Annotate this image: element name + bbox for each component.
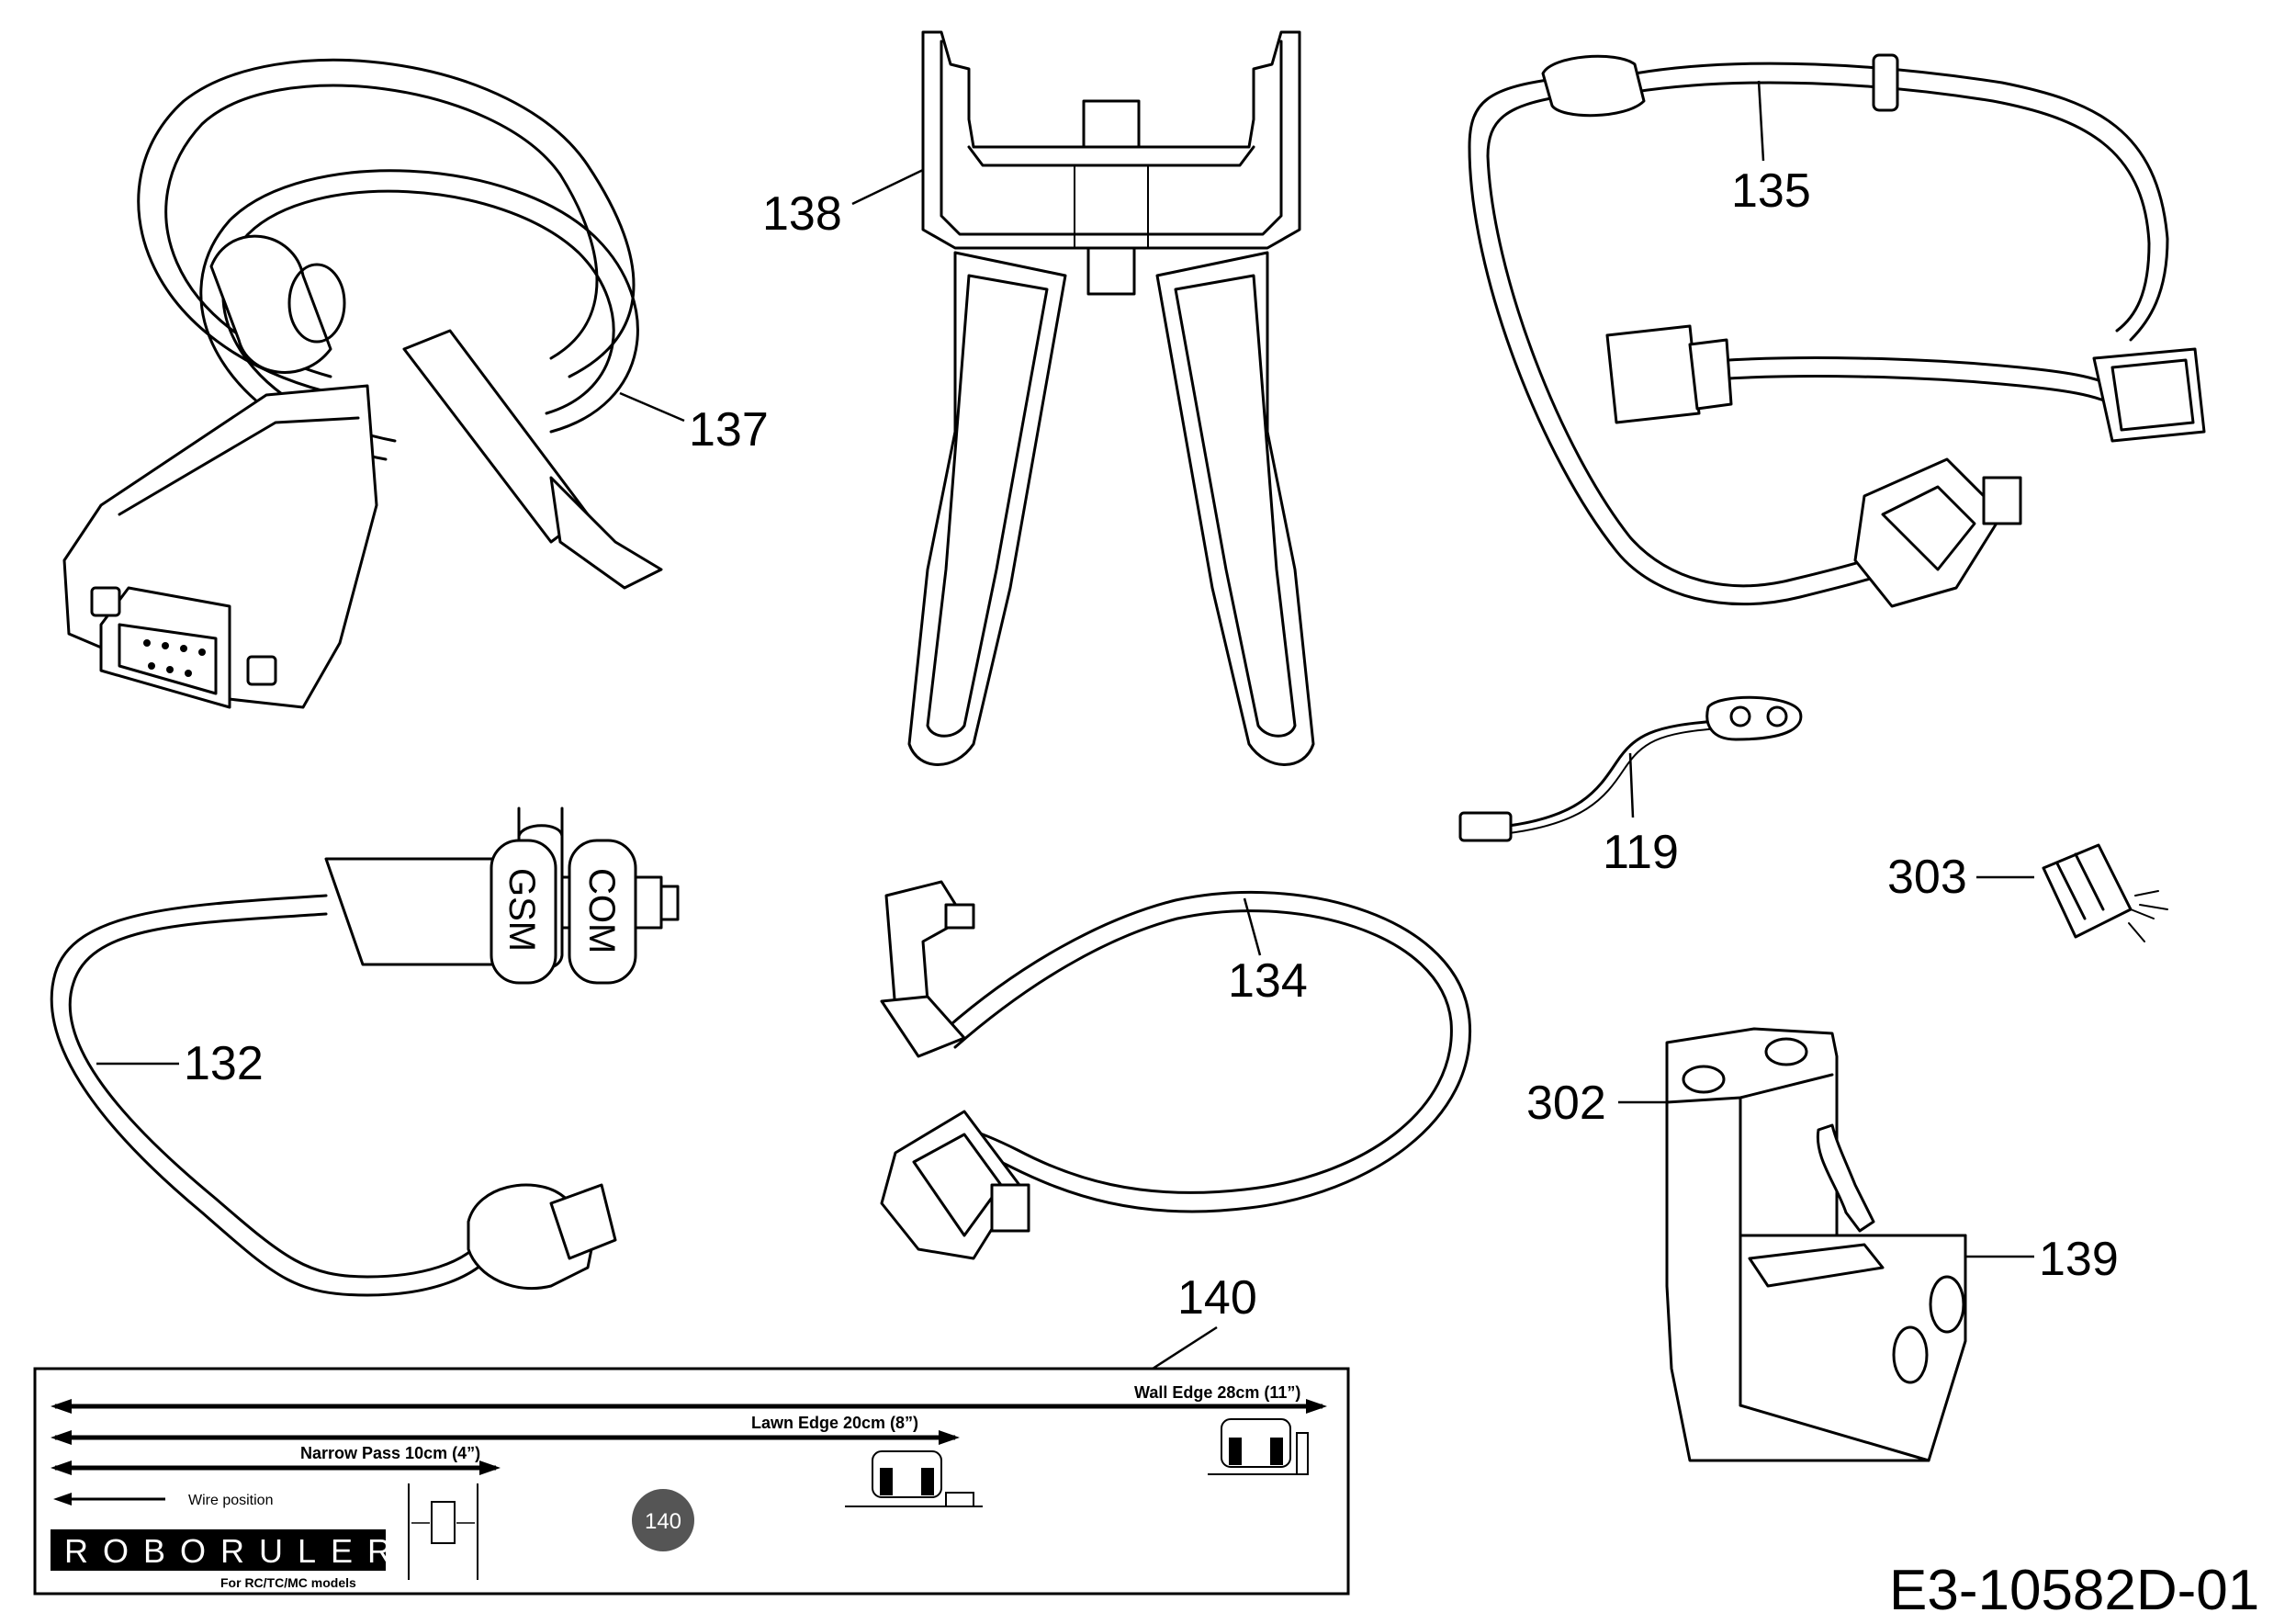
gsm-label: GSM bbox=[501, 868, 542, 952]
callout-132: 132 bbox=[184, 1037, 264, 1090]
callout-135: 135 bbox=[1731, 164, 1811, 218]
wall-edge-label: Wall Edge 28cm (11”) bbox=[1134, 1383, 1300, 1402]
models-text: For RC/TC/MC models bbox=[220, 1575, 356, 1590]
narrow-pass-diagram bbox=[408, 1483, 478, 1580]
part-302-139-l-block bbox=[1665, 1027, 1967, 1462]
callout-139: 139 bbox=[2039, 1233, 2119, 1286]
part-138-carry-handle bbox=[907, 30, 1315, 766]
wire-position-arrow bbox=[53, 1493, 165, 1506]
callout-119: 119 bbox=[1603, 826, 1679, 879]
part-135-wiring-harness bbox=[1468, 53, 2206, 608]
module-button-labels: GSM COM bbox=[501, 868, 622, 953]
callout-137: 137 bbox=[689, 403, 769, 457]
part-137-serial-usb-cable bbox=[62, 58, 663, 709]
roboruler-card: Wall Edge 28cm (11”) Lawn Edge 20cm (8”)… bbox=[33, 1367, 1350, 1596]
part-303-small-plug bbox=[2042, 843, 2168, 942]
part-134-loop-cable bbox=[880, 880, 1472, 1260]
wall-edge-arrow bbox=[51, 1399, 1327, 1414]
lawn-edge-label: Lawn Edge 20cm (8”) bbox=[751, 1414, 918, 1432]
com-label: COM bbox=[581, 868, 622, 953]
callout-303: 303 bbox=[1887, 851, 1967, 904]
mower-icon-wall-edge bbox=[1208, 1418, 1309, 1475]
callout-302: 302 bbox=[1526, 1077, 1606, 1130]
callout-140: 140 bbox=[1177, 1271, 1257, 1325]
brand-text: ROBORULER bbox=[64, 1532, 406, 1570]
lawn-edge-arrow bbox=[51, 1430, 960, 1445]
part-badge-number: 140 bbox=[645, 1509, 681, 1534]
callout-138: 138 bbox=[762, 187, 842, 241]
part-119-sensor-lead bbox=[1458, 695, 1803, 842]
part-badge bbox=[632, 1489, 694, 1551]
callout-134: 134 bbox=[1228, 954, 1308, 1008]
mower-icon-lawn-edge bbox=[845, 1450, 983, 1507]
narrow-pass-label: Narrow Pass 10cm (4”) bbox=[300, 1444, 480, 1462]
narrow-pass-arrow bbox=[51, 1460, 501, 1475]
wire-position-label: Wire position bbox=[188, 1493, 273, 1508]
brand-bar bbox=[51, 1529, 386, 1571]
drawing-code: E3-10582D-01 bbox=[1889, 1559, 2259, 1622]
part-132-gsm-com-module bbox=[50, 806, 680, 1297]
